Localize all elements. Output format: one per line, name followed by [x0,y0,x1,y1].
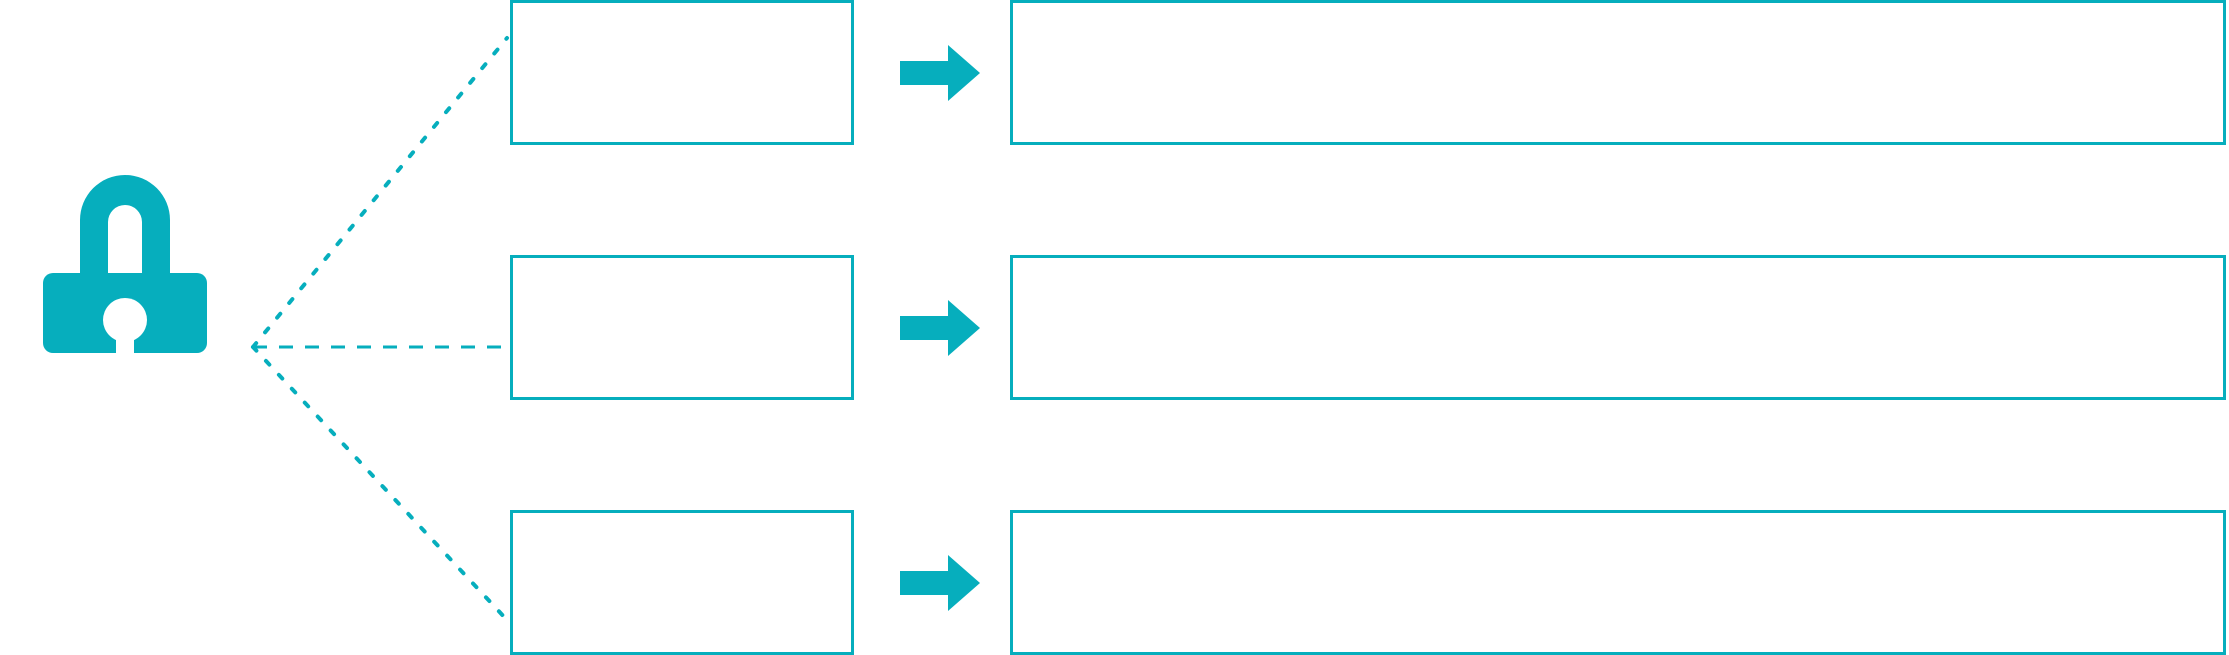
input-box-2[interactable] [510,255,854,400]
flow-row-1 [0,0,2229,145]
arrow-right-icon-1 [900,45,980,101]
arrow-right-icon-3 [900,555,980,611]
flow-row-2 [0,255,2229,400]
input-box-1[interactable] [510,0,854,145]
output-box-3[interactable] [1010,510,2226,655]
flow-row-3 [0,510,2229,655]
lock-icon [30,148,220,353]
output-box-2[interactable] [1010,255,2226,400]
input-box-3[interactable] [510,510,854,655]
arrow-right-icon-2 [900,300,980,356]
output-box-1[interactable] [1010,0,2226,145]
